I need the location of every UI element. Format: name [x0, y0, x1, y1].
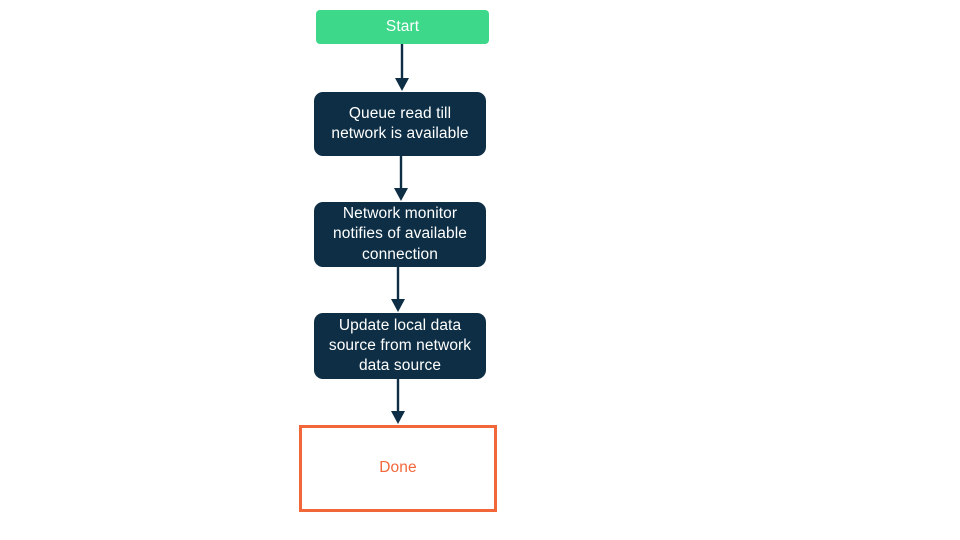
- arrow-down-icon: [391, 267, 405, 312]
- arrow-down-icon: [395, 44, 409, 91]
- node-network-monitor-label: Network monitor notifies of available co…: [333, 205, 467, 263]
- node-start[interactable]: Start: [316, 10, 489, 44]
- arrow-down-icon: [391, 379, 405, 424]
- edge-queue-read-to-network-monitor: [389, 156, 413, 202]
- node-queue-read-label: Queue read till network is available: [331, 104, 469, 142]
- node-network-monitor[interactable]: Network monitor notifies of available co…: [314, 202, 486, 267]
- node-update-local[interactable]: Update local data source from network da…: [314, 313, 486, 379]
- node-done-label: Done: [379, 459, 417, 477]
- node-queue-read[interactable]: Queue read till network is available: [314, 92, 486, 156]
- edge-start-to-queue-read: [390, 44, 414, 92]
- node-start-label: Start: [385, 17, 420, 35]
- node-done[interactable]: Done: [299, 425, 497, 512]
- node-update-local-label: Update local data source from network da…: [328, 316, 472, 375]
- edge-network-monitor-to-update-local: [386, 267, 410, 313]
- arrow-down-icon: [394, 156, 408, 201]
- edge-update-local-to-done: [386, 379, 410, 425]
